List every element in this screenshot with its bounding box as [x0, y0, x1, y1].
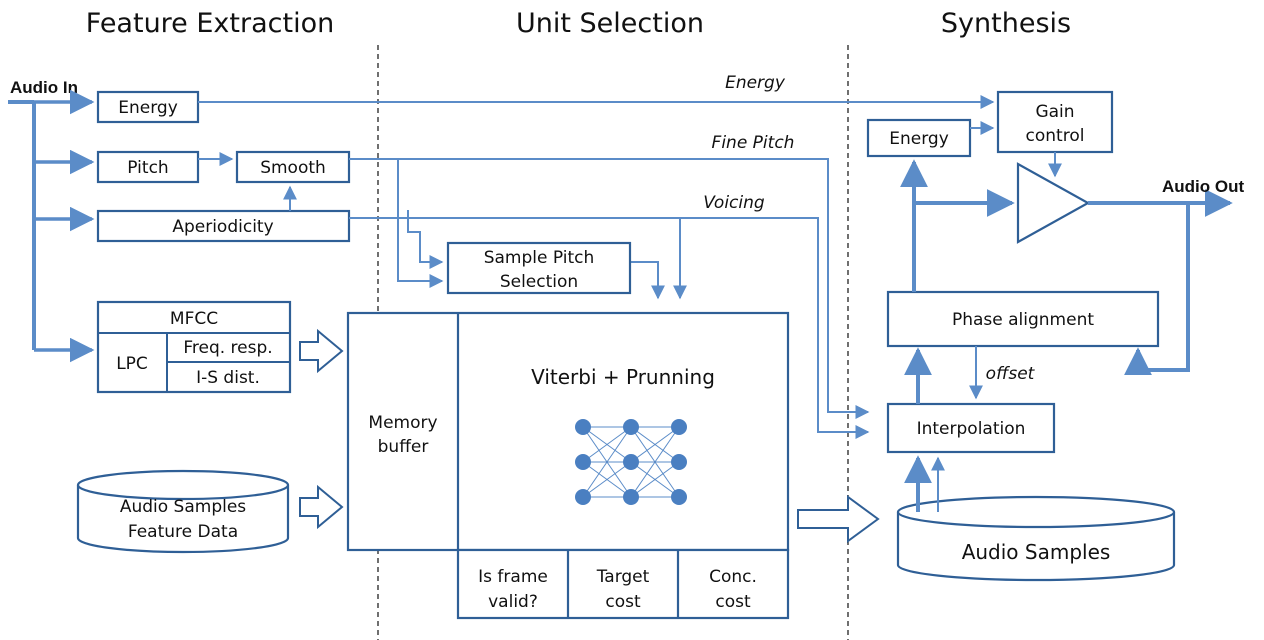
aperiodicity-box	[96, 209, 351, 243]
valid-line1: Is frame	[478, 567, 548, 587]
smooth-box	[235, 150, 351, 184]
signal-fine-pitch: Fine Pitch	[712, 133, 795, 153]
section-synthesis: Synthesis	[941, 8, 1071, 39]
audio-samples-database	[896, 495, 1176, 582]
memory-line2: buffer	[378, 437, 429, 457]
section-feature-extraction: Feature Extraction	[86, 8, 334, 39]
audio-in-label: Audio In	[10, 78, 78, 97]
phase-alignment-box	[886, 290, 1160, 348]
aperiodicity-label: Aperiodicity	[172, 217, 273, 237]
block-arrow-out	[797, 495, 880, 543]
energy-label: Energy	[118, 98, 178, 118]
conc-line2: cost	[715, 592, 751, 612]
interpolation-label: Interpolation	[917, 419, 1026, 439]
audio-samples-label: Audio Samples	[962, 540, 1111, 564]
energy-box	[96, 90, 200, 124]
viterbi-label: Viterbi + Prunning	[531, 365, 715, 389]
amplifier-triangle	[1016, 162, 1091, 244]
network-icon	[575, 419, 687, 505]
signal-voicing: Voicing	[703, 193, 765, 213]
section-unit-selection: Unit Selection	[516, 8, 704, 39]
block-arrow-mfcc	[299, 328, 344, 374]
db-line1: Audio Samples	[120, 497, 246, 517]
conc-line1: Conc.	[709, 567, 757, 587]
lpc-label: LPC	[116, 354, 148, 374]
mfcc-label: MFCC	[170, 309, 218, 329]
audio-out-label: Audio Out	[1162, 177, 1244, 196]
synth-energy-label: Energy	[889, 129, 949, 149]
cost-row	[456, 548, 790, 620]
mfcc-lpc-box	[96, 300, 292, 394]
sample-pitch-line1: Sample Pitch	[484, 248, 595, 268]
input-bus	[8, 100, 36, 350]
is-dist-label: I-S dist.	[196, 368, 260, 388]
gain-line2: control	[1026, 126, 1085, 146]
memory-line1: Memory	[368, 413, 437, 433]
feature-database	[76, 469, 290, 554]
freq-resp-label: Freq. resp.	[183, 338, 272, 358]
block-arrow-db	[299, 484, 344, 530]
synth-energy-box	[866, 118, 972, 158]
target-line2: cost	[605, 592, 641, 612]
gain-line1: Gain	[1035, 102, 1074, 122]
sample-pitch-line2: Selection	[500, 272, 578, 292]
smooth-label: Smooth	[260, 158, 326, 178]
pitch-box	[96, 150, 200, 184]
interpolation-box	[886, 402, 1056, 454]
target-line1: Target	[596, 567, 650, 587]
pitch-label: Pitch	[127, 158, 168, 178]
signal-energy: Energy	[725, 73, 786, 93]
db-line2: Feature Data	[128, 522, 238, 542]
input-branches	[34, 89, 95, 363]
sample-pitch-box	[446, 241, 632, 295]
phase-label: Phase alignment	[952, 310, 1094, 330]
signal-offset: offset	[986, 364, 1036, 384]
valid-line2: valid?	[488, 592, 538, 612]
viterbi-frame	[346, 311, 790, 552]
